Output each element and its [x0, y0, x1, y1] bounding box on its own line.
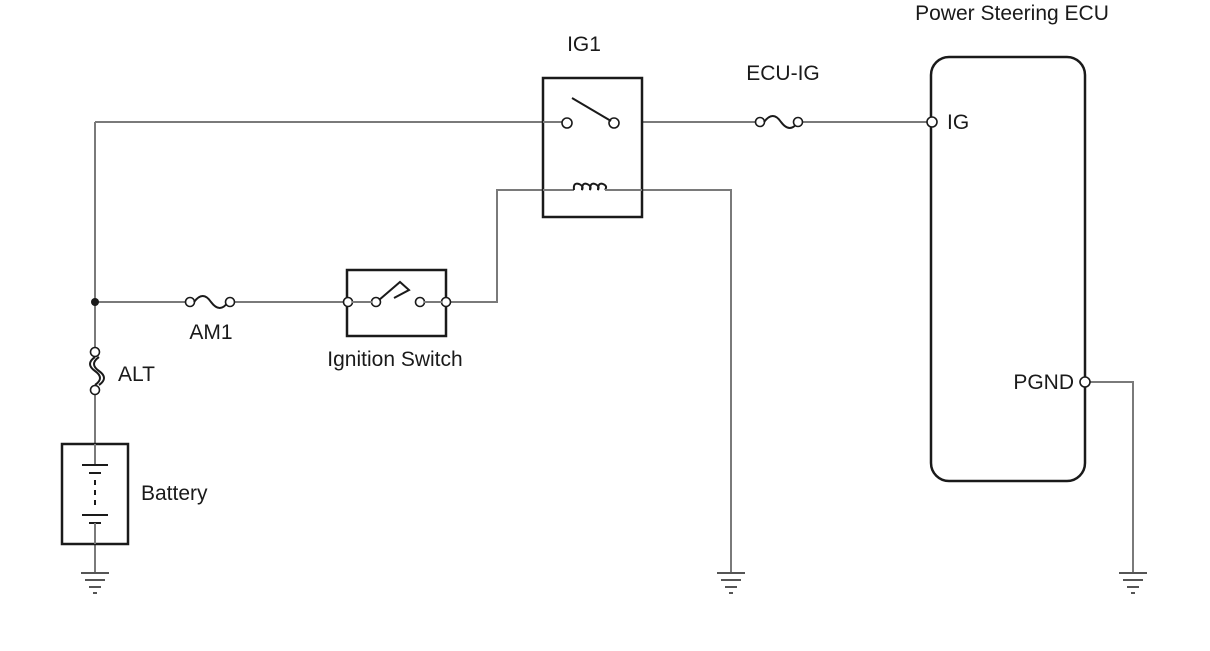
ecu-pin-ig-label: IG [947, 111, 969, 134]
fuse-ecu-ig-term-left [754, 116, 766, 128]
ecu-pin-pgnd-label: PGND [1013, 371, 1074, 394]
ecu-title: Power Steering ECU [915, 2, 1109, 25]
battery-label: Battery [141, 482, 208, 505]
wire-coil-to-ground [606, 189, 732, 572]
ground-ecu [1119, 572, 1147, 594]
fuse-am1-icon [193, 295, 229, 309]
relay-coil-icon [572, 182, 608, 191]
ignition-switch-label: Ignition Switch [327, 348, 462, 371]
fuse-alt-icon-double [93, 356, 105, 386]
junction-dot [91, 298, 99, 306]
relay-contact-in [561, 117, 573, 129]
ground-relay [717, 572, 745, 594]
relay-ig1 [541, 76, 644, 219]
fuse-am1-term-right [224, 296, 236, 308]
wire-switch-to-coil [446, 189, 570, 303]
relay-switch-blade [571, 97, 612, 122]
fuse-alt-term-top [89, 346, 101, 358]
ignition-key-icon [378, 280, 411, 301]
relay-contact-out [608, 117, 620, 129]
fuse-ecu-ig-label: ECU-IG [746, 62, 820, 85]
ignition-term-outer-left [342, 296, 354, 308]
ignition-term-inner-right [414, 296, 426, 308]
ignition-term-outer-right [440, 296, 452, 308]
fuse-am1-term-left [184, 296, 196, 308]
relay-box [541, 76, 644, 219]
fuse-ecu-ig-term-right [792, 116, 804, 128]
fuse-am1 [184, 295, 236, 309]
fuse-ecu-ig-icon [763, 115, 799, 129]
relay-label: IG1 [567, 33, 601, 56]
wire-pgnd-to-ground [1090, 381, 1134, 572]
ignition-switch [342, 268, 452, 338]
fuse-ecu-ig [754, 115, 804, 129]
fuse-am1-label: AM1 [189, 321, 232, 344]
ground-battery [81, 572, 109, 594]
fuse-alt-icon [89, 356, 101, 386]
battery [60, 442, 130, 546]
ecu-pin-pgnd-terminal [1079, 376, 1091, 388]
ecu-box [929, 55, 1087, 483]
wires [94, 121, 1134, 572]
ecu-pin-ig-terminal [926, 116, 938, 128]
fuse-alt [89, 346, 105, 396]
fuse-alt-label: ALT [118, 363, 155, 386]
fuse-alt-term-bottom [89, 384, 101, 396]
power-steering-ecu [926, 55, 1091, 483]
